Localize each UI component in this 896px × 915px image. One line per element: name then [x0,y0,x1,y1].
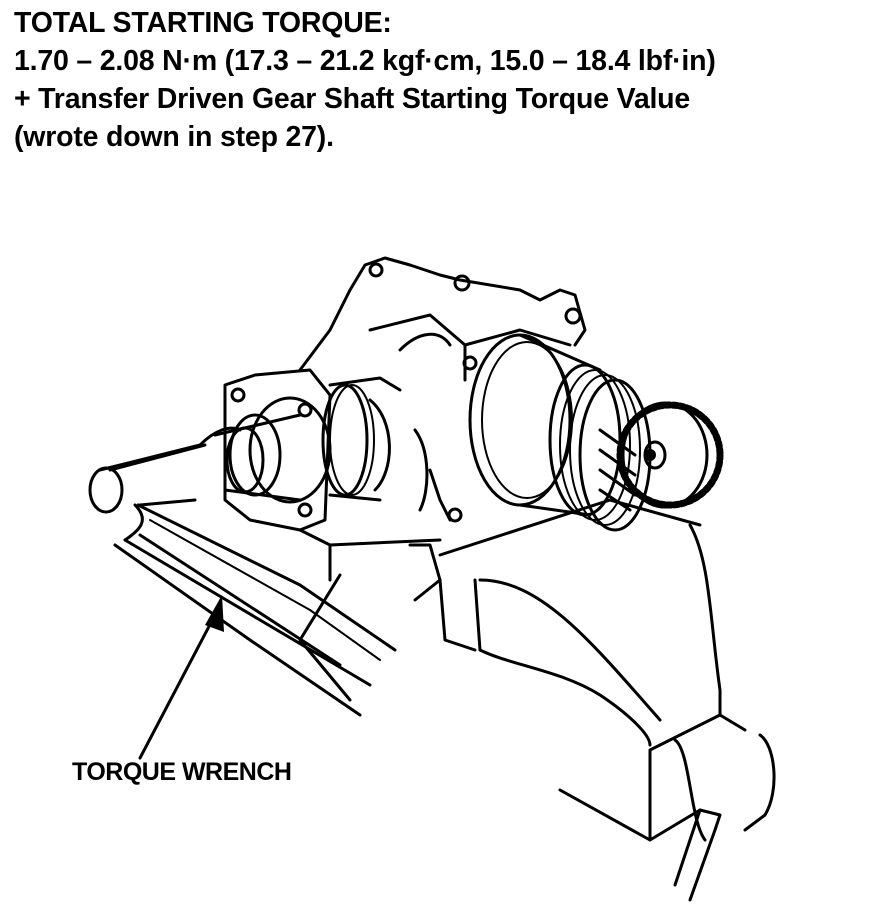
output-shaft [108,413,302,507]
collar [321,376,402,502]
callout-leader [138,595,224,760]
spec-note: (wrote down in step 27). [14,121,334,153]
driven-gear-assembly [468,333,724,532]
callout-label-torque-wrench: TORQUE WRENCH [72,758,292,786]
torque-wrench [88,443,397,717]
torque-specification: TOTAL STARTING TORQUE: 1.70 – 2.08 N·m (… [14,4,894,156]
flange [223,368,332,532]
spec-value-range: 1.70 – 2.08 N·m (17.3 – 21.2 kgf·cm, 15.… [14,45,716,77]
spec-title: TOTAL STARTING TORQUE: [14,7,392,39]
vise [298,498,776,902]
spec-addition: + Transfer Driven Gear Shaft Starting To… [14,83,691,115]
transfer-case [298,256,587,523]
